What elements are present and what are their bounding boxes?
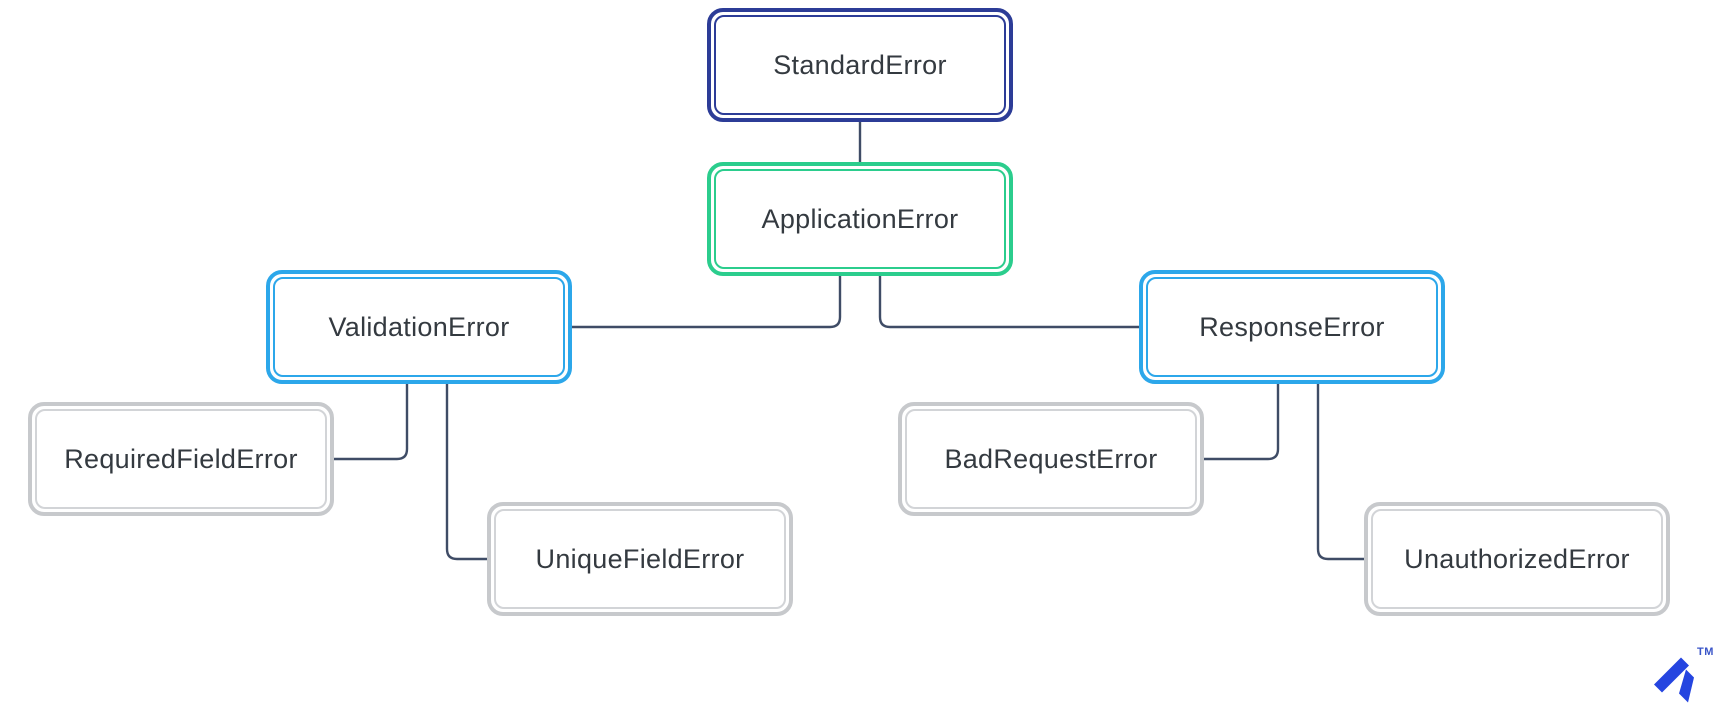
node-unauthorized-error-inner: UnauthorizedError xyxy=(1371,509,1663,609)
node-application-error-inner: ApplicationError xyxy=(714,169,1006,269)
node-response-error-inner: ResponseError xyxy=(1146,277,1438,377)
node-validation-error-label: ValidationError xyxy=(328,311,510,342)
edge-application-validation xyxy=(572,276,842,329)
node-validation-error-inner: ValidationError xyxy=(273,277,565,377)
trademark-label: TM xyxy=(1697,646,1714,658)
node-unique-field-error-inner: UniqueFieldError xyxy=(494,509,786,609)
node-standard-error-label: StandardError xyxy=(773,49,947,80)
node-unique-field-error-label: UniqueFieldError xyxy=(535,543,745,574)
node-unauthorized-error: UnauthorizedError xyxy=(1364,502,1670,616)
node-application-error-label: ApplicationError xyxy=(761,203,959,234)
node-standard-error-inner: StandardError xyxy=(714,15,1006,115)
node-required-field-error: RequiredFieldError xyxy=(28,402,334,516)
node-bad-request-error-label: BadRequestError xyxy=(944,443,1158,474)
node-standard-error: StandardError xyxy=(707,8,1013,122)
node-bad-request-error-inner: BadRequestError xyxy=(905,409,1197,509)
node-application-error: ApplicationError xyxy=(707,162,1013,276)
edge-response-unauthorized xyxy=(1316,384,1364,561)
edge-response-badrequest xyxy=(1204,384,1280,461)
edge-validation-requiredfield xyxy=(334,384,409,461)
node-response-error: ResponseError xyxy=(1139,270,1445,384)
node-required-field-error-inner: RequiredFieldError xyxy=(35,409,327,509)
node-validation-error: ValidationError xyxy=(266,270,572,384)
node-response-error-label: ResponseError xyxy=(1199,311,1385,342)
node-bad-request-error: BadRequestError xyxy=(898,402,1204,516)
node-unauthorized-error-label: UnauthorizedError xyxy=(1404,543,1630,574)
node-unique-field-error: UniqueFieldError xyxy=(487,502,793,616)
edge-validation-uniquefield xyxy=(445,384,487,561)
edge-application-response xyxy=(878,276,1139,329)
toptal-logo-icon xyxy=(1650,656,1696,704)
node-required-field-error-label: RequiredFieldError xyxy=(64,443,298,474)
